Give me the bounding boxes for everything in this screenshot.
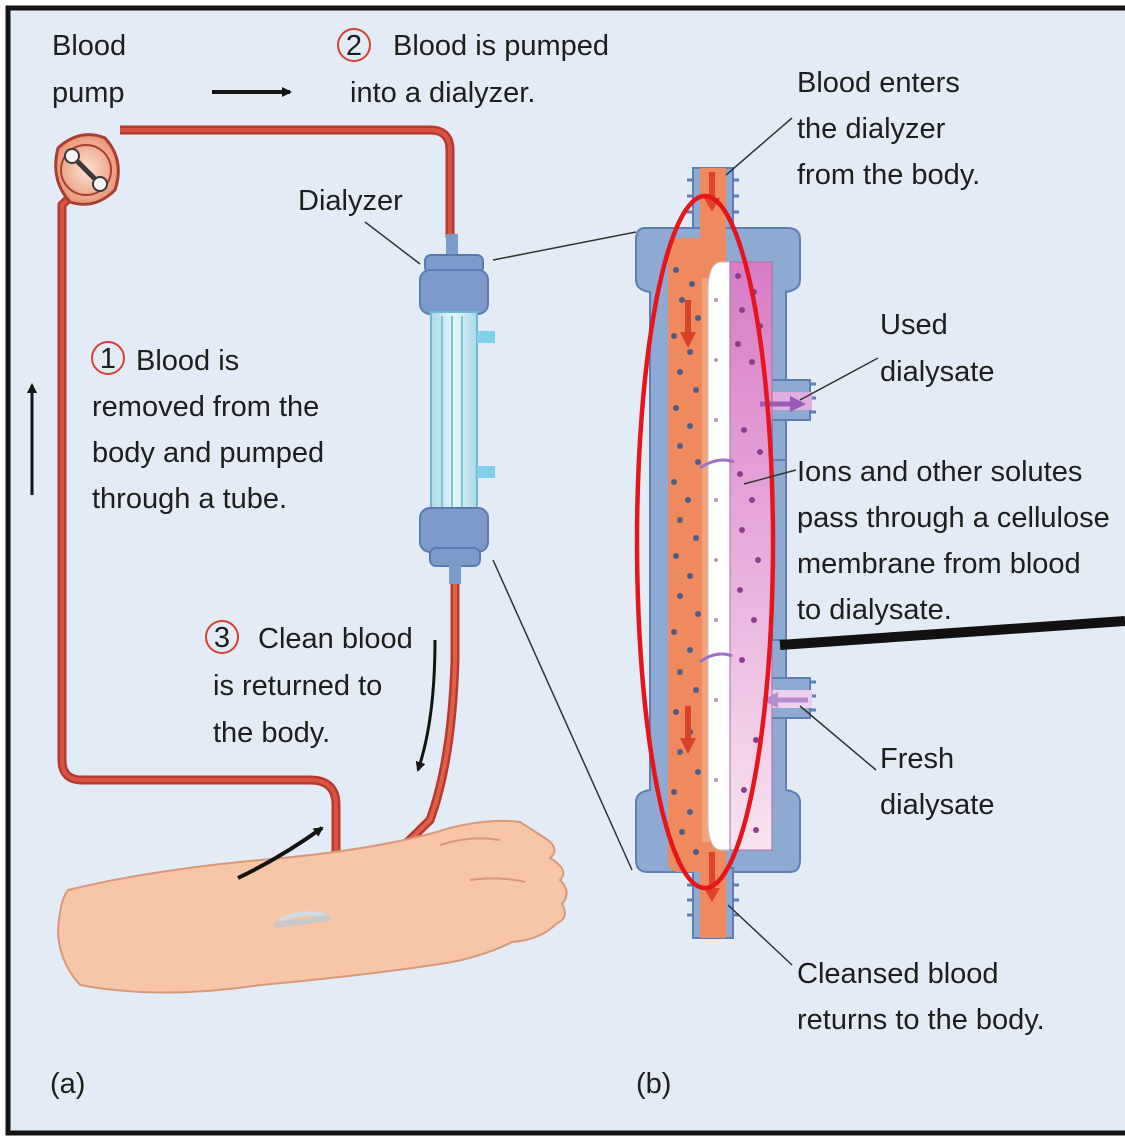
cellulose-membrane <box>708 262 730 850</box>
enters-line2: the dialyzer <box>797 113 946 145</box>
dialyzer-label: Dialyzer <box>298 185 403 217</box>
panel-b-label: (b) <box>636 1068 671 1100</box>
enters-line3: from the body. <box>797 159 980 191</box>
step1-line2: removed from the <box>92 391 319 423</box>
step1-number: 1 <box>100 343 116 375</box>
step3-line1: Clean blood <box>258 623 413 655</box>
step1-line4: through a tube. <box>92 483 287 515</box>
cleansed-line1: Cleansed blood <box>797 958 999 990</box>
cleansed-line2: returns to the body. <box>797 1004 1045 1036</box>
ions-line4: to dialysate. <box>797 594 952 626</box>
ions-line2: pass through a cellulose <box>797 502 1110 534</box>
step3-line2: is returned to <box>213 670 382 702</box>
step2-number: 2 <box>346 30 362 62</box>
used-line2: dialysate <box>880 356 994 388</box>
step1-line1: Blood is <box>136 345 239 377</box>
step3-number: 3 <box>214 622 230 654</box>
step1-line3: body and pumped <box>92 437 324 469</box>
dialysate-compartment <box>730 262 772 850</box>
step2-line1: Blood is pumped <box>393 30 609 62</box>
pump-label-line1: Blood <box>52 30 126 62</box>
step2-line2: into a dialyzer. <box>350 77 535 109</box>
blood-pump <box>56 135 119 205</box>
enters-line1: Blood enters <box>797 67 960 99</box>
fresh-line1: Fresh <box>880 743 954 775</box>
ions-line3: membrane from blood <box>797 548 1081 580</box>
pump-label-line2: pump <box>52 77 125 109</box>
ions-line1: Ions and other solutes <box>797 456 1082 488</box>
fresh-line2: dialysate <box>880 789 994 821</box>
step3-line3: the body. <box>213 717 330 749</box>
panel-a-label: (a) <box>50 1068 85 1100</box>
used-line1: Used <box>880 309 948 341</box>
